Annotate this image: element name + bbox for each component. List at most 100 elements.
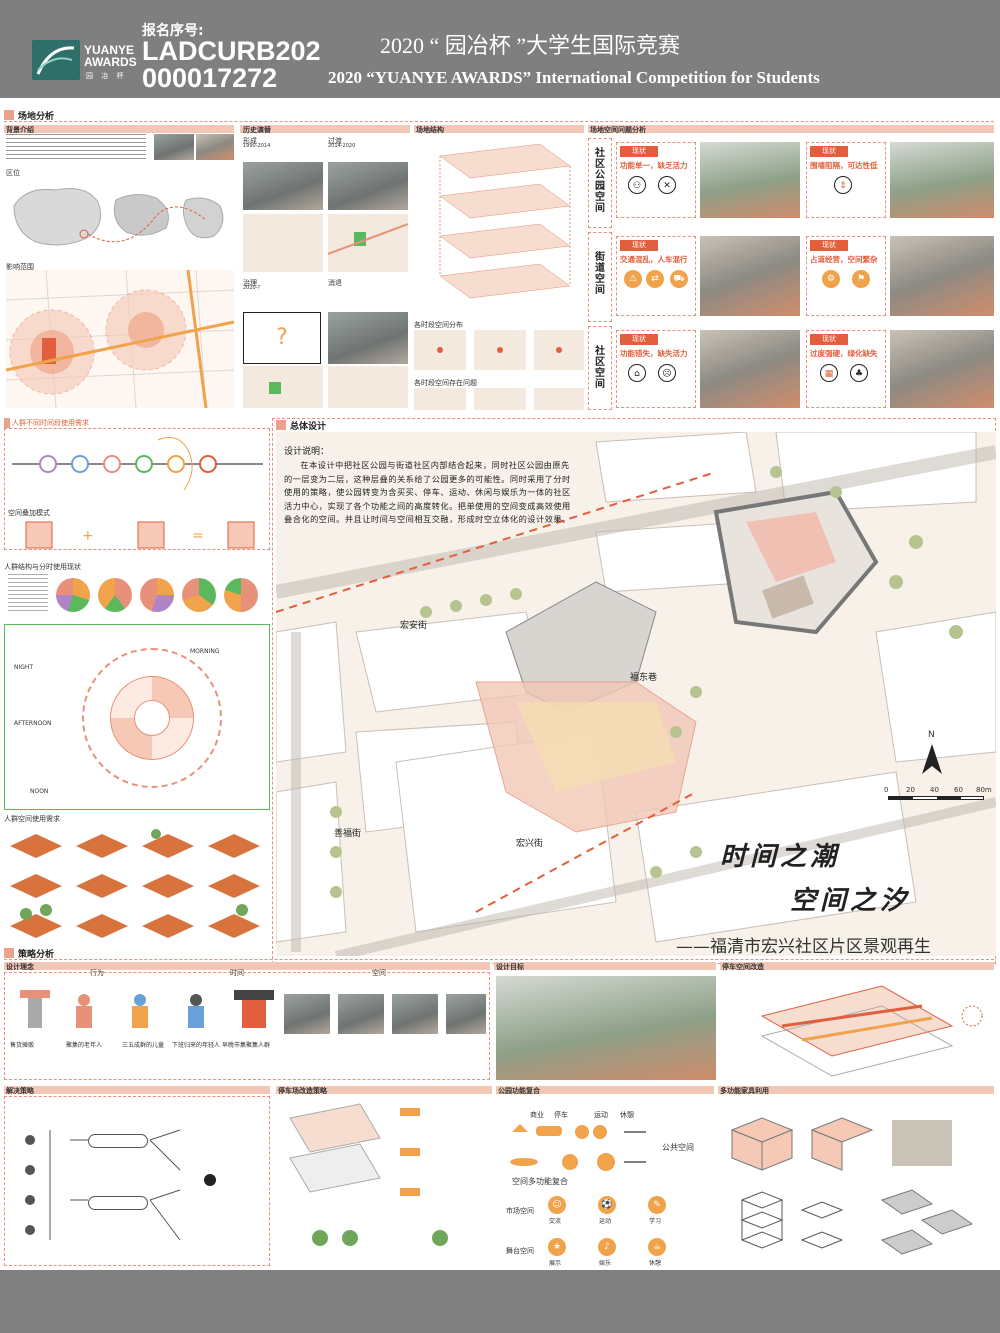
issue-text-4: 占道经营，空间繁杂 xyxy=(810,255,878,264)
study-icon: ✎ xyxy=(648,1196,666,1214)
scale-60: 60 xyxy=(954,786,963,794)
time-noon: NOON xyxy=(30,788,49,795)
competition-title-cn: 2020 “ 园冶杯 ”大学生国际竞赛 xyxy=(380,33,681,58)
icon-label-study: 学习 xyxy=(649,1218,662,1225)
slogan-space-tide: 空间之汐 xyxy=(790,886,911,916)
history-photo-3 xyxy=(328,312,408,364)
background-label: 背景介绍 xyxy=(6,126,34,134)
market-space-label: 市场空间 xyxy=(506,1207,534,1215)
exchange-icon: ☺ xyxy=(548,1196,566,1214)
scale-40: 40 xyxy=(930,786,939,794)
problem-photo-4 xyxy=(890,236,994,316)
concept-box xyxy=(4,972,490,1080)
current-badge: 现状 xyxy=(810,146,848,157)
stage-space-label: 舞台空间 xyxy=(506,1247,534,1255)
concept-photo-1 xyxy=(284,994,330,1034)
north-label: N xyxy=(928,730,935,740)
space-needs-label: 人群空间使用需求 xyxy=(4,815,60,823)
space-needs-diagrams xyxy=(10,829,260,938)
usage-donut-1 xyxy=(56,578,90,612)
combo-label-rest: 休憩 xyxy=(620,1111,634,1119)
cluttered-space-icon: ⚑ xyxy=(852,270,870,288)
section-marker xyxy=(4,110,14,120)
subheader-bar xyxy=(4,125,234,133)
scale-20: 20 xyxy=(906,786,915,794)
concept-tag-time: 时间 xyxy=(230,969,244,977)
location-maps xyxy=(6,176,234,258)
time-spaces-label: 各时段空间分布 xyxy=(414,321,463,329)
traffic-chaos-icon: ⚠ xyxy=(624,270,642,288)
issue-text-6: 过度强硬，绿化缺失 xyxy=(810,349,878,358)
subheader-bar xyxy=(414,125,584,133)
current-badge: 现状 xyxy=(810,240,848,251)
public-space-label: 公共空间 xyxy=(662,1143,694,1152)
issue-text-3: 交通混乱，人车混行 xyxy=(620,255,688,264)
history-stage-1: 形成 xyxy=(243,137,257,145)
overlay-diagram: + = xyxy=(25,521,255,549)
icon-label-display: 展示 xyxy=(549,1260,562,1267)
concept-photo-4 xyxy=(446,994,486,1034)
entertainment-icon: ♪ xyxy=(598,1238,616,1256)
time-problems-label: 各时段空间存在问题 xyxy=(414,379,477,387)
street-label-hongan: 宏安街 xyxy=(400,621,428,631)
concept-tag-behavior: 行为 xyxy=(90,969,104,977)
hard-surface-icon: ▦ xyxy=(820,364,838,382)
clock-outer-ring xyxy=(82,648,222,788)
parking-label: 停车空间改造 xyxy=(722,963,764,971)
issue-card xyxy=(616,236,696,316)
description-body: 在本设计中把社区公园与街道社区内部结合起来，同时社区公园由原先的一层变为二层，这… xyxy=(284,460,571,524)
category-box xyxy=(588,326,612,410)
time-space-map-2 xyxy=(474,330,526,370)
structure-time-label: 人群结构与分时使用现状 xyxy=(4,563,81,571)
structure-label: 场地结构 xyxy=(416,126,444,134)
divider xyxy=(4,959,994,960)
scale-bar xyxy=(888,796,984,800)
poster-header: YUANYE AWARDS 园 冶 杯 报名序号: LADCURB202 000… xyxy=(0,0,1000,98)
poster-footer xyxy=(0,1270,1000,1333)
history-stage-3: 治理 xyxy=(243,279,257,287)
concept-photo-3 xyxy=(392,994,438,1034)
people-label-market: 早晚市集聚集人群 xyxy=(222,1042,271,1049)
issue-text-5: 功能错失，缺失活力 xyxy=(620,349,688,358)
description-title: 设计说明： xyxy=(284,447,330,457)
current-badge: 现状 xyxy=(620,240,658,251)
method-node-1 xyxy=(88,1134,148,1148)
furniture-diagrams xyxy=(730,1117,974,1255)
usage-donut-3 xyxy=(140,578,174,612)
issue-card xyxy=(616,330,696,408)
people-label-youth: 下班归来的年轻人 xyxy=(172,1042,221,1049)
method-box xyxy=(4,1096,270,1266)
street-label-fudong: 福东巷 xyxy=(630,673,658,683)
history-photo-2 xyxy=(328,162,408,210)
category-community: 社区空间 xyxy=(595,346,605,390)
overlay-label: 空间叠加模式 xyxy=(8,509,50,517)
combo-label-parking: 停车 xyxy=(554,1111,568,1119)
history-year-2: 2014-2020 xyxy=(328,143,356,149)
occupied-road-icon: ⚙ xyxy=(822,270,840,288)
competition-title-en: 2020 “YUANYE AWARDS” International Compe… xyxy=(328,68,820,87)
subheader-bar xyxy=(4,962,490,970)
park-combo-label: 公园功能复合 xyxy=(498,1087,540,1095)
scale-0: 0 xyxy=(884,786,889,794)
influence-map xyxy=(6,270,234,408)
current-badge: 现状 xyxy=(810,334,848,345)
icon-label-sport: 运动 xyxy=(599,1218,612,1225)
structure-note xyxy=(8,574,48,614)
category-street: 街道空间 xyxy=(595,252,605,296)
display-icon: ★ xyxy=(548,1238,566,1256)
clock-center xyxy=(134,700,170,736)
lack-activity-icon: ☹ xyxy=(658,364,676,382)
no-green-icon: ♣ xyxy=(850,364,868,382)
time-morning: MORNING xyxy=(190,648,220,655)
issue-card xyxy=(806,142,886,218)
problem-photo-3 xyxy=(700,236,800,316)
time-space-map-3 xyxy=(534,330,584,370)
problem-photo-2 xyxy=(890,142,994,218)
street-label-hongxing: 宏兴街 xyxy=(516,839,544,849)
section-marker xyxy=(4,418,10,428)
single-function-icon: ⚇ xyxy=(628,176,646,194)
subheader-bar xyxy=(240,125,410,133)
icon-label-rest: 休憩 xyxy=(649,1260,662,1267)
rest-icon: ☕ xyxy=(648,1238,666,1256)
history-map-2 xyxy=(328,214,408,272)
